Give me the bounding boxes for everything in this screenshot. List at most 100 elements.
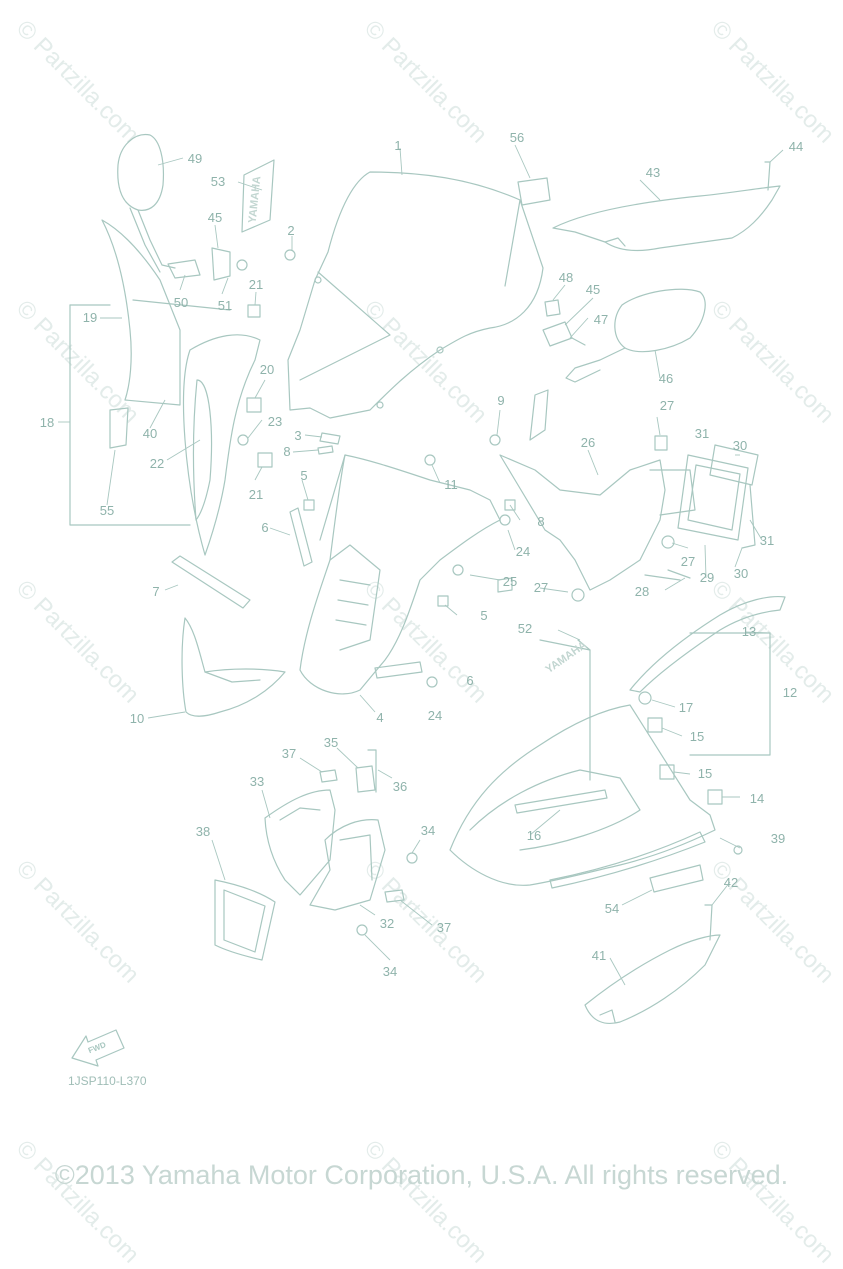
part-mirror-49 xyxy=(117,134,165,211)
part-clip-15b xyxy=(647,717,663,733)
part-nut-23 xyxy=(237,434,249,446)
callout-26: 26 xyxy=(581,435,595,450)
brand-decal-53: YAMAHA xyxy=(247,176,264,224)
part-duct-32 xyxy=(309,819,386,911)
callout-21b: 21 xyxy=(249,487,263,502)
callout-37: 37 xyxy=(282,746,296,761)
callout-13: 13 xyxy=(742,624,756,639)
callout-17: 17 xyxy=(679,700,693,715)
callout-35: 35 xyxy=(324,735,338,750)
part-bracket-26 xyxy=(499,454,666,591)
callout-46: 46 xyxy=(659,371,673,386)
part-lower-cowl-10 xyxy=(181,617,286,717)
callout-53: 53 xyxy=(211,174,225,189)
part-duct-33 xyxy=(264,789,336,896)
callout-6: 6 xyxy=(261,520,268,535)
part-clip-37 xyxy=(319,769,338,783)
callout-16: 16 xyxy=(527,828,541,843)
part-screw-39 xyxy=(733,845,743,855)
callout-36: 36 xyxy=(393,779,407,794)
part-windscreen xyxy=(287,171,544,419)
part-vent-38 xyxy=(214,879,276,961)
part-screw-34 xyxy=(406,852,418,864)
part-screw-25 xyxy=(452,564,464,576)
callout-11: 11 xyxy=(444,477,458,492)
callout-34: 34 xyxy=(421,823,435,838)
callout-37b: 37 xyxy=(437,920,451,935)
part-grommet-17 xyxy=(638,691,652,705)
part-clip-21b xyxy=(257,452,273,468)
part-screw-44 xyxy=(764,161,771,191)
callout-22: 22 xyxy=(150,456,164,471)
callout-31b: 31 xyxy=(760,533,774,548)
fwd-arrow-icon xyxy=(71,1029,125,1067)
callout-44: 44 xyxy=(789,139,803,154)
part-side-cowling-19 xyxy=(101,219,181,406)
part-screw-42 xyxy=(704,904,713,941)
callout-25: 25 xyxy=(503,574,517,589)
part-decal-54 xyxy=(649,864,704,893)
part-insert-55 xyxy=(109,407,129,449)
callout-32: 32 xyxy=(380,916,394,931)
callout-18: 18 xyxy=(40,415,54,430)
callout-19: 19 xyxy=(83,310,97,325)
part-side-cover-43 xyxy=(552,185,781,252)
callout-30b: 30 xyxy=(734,566,748,581)
callout-24: 24 xyxy=(516,544,530,559)
callout-6b: 6 xyxy=(466,673,473,688)
callout-4: 4 xyxy=(376,710,383,725)
callout-30: 30 xyxy=(733,438,747,453)
callout-27c: 27 xyxy=(534,580,548,595)
callout-54: 54 xyxy=(605,901,619,916)
callout-2: 2 xyxy=(287,223,294,238)
callout-56: 56 xyxy=(510,130,524,145)
part-grommet-27 xyxy=(654,435,668,451)
callout-52: 52 xyxy=(518,621,532,636)
callout-15: 15 xyxy=(690,729,704,744)
part-screw-24 xyxy=(499,514,511,526)
callout-29: 29 xyxy=(700,570,714,585)
part-strip-13 xyxy=(629,595,786,693)
callout-5: 5 xyxy=(300,468,307,483)
part-screw-34b xyxy=(356,924,368,936)
part-bracket-35 xyxy=(355,765,376,793)
exploded-parts-diagram: 1 2 3 4 5 5 6 6 7 8 8 9 10 11 12 13 14 1… xyxy=(40,130,803,1067)
callout-8: 8 xyxy=(283,444,290,459)
part-strip-7 xyxy=(171,555,251,609)
part-under-cover-41 xyxy=(584,934,721,1025)
callout-45: 45 xyxy=(208,210,222,225)
part-front-cowling-4 xyxy=(299,454,501,695)
callout-47: 47 xyxy=(594,312,608,327)
part-strip-16 xyxy=(514,789,608,814)
callout-9: 9 xyxy=(497,393,504,408)
callout-1: 1 xyxy=(394,138,401,153)
part-clip-14 xyxy=(707,789,723,805)
callout-8b: 8 xyxy=(537,514,544,529)
callout-41: 41 xyxy=(592,948,606,963)
part-duct-31 xyxy=(677,454,749,541)
part-mirror-mount-45 xyxy=(211,247,231,281)
callout-5b: 5 xyxy=(480,608,487,623)
part-duct-30 xyxy=(709,444,759,486)
part-clip-20 xyxy=(246,397,262,413)
part-clip-21 xyxy=(247,304,261,318)
callout-7: 7 xyxy=(152,584,159,599)
callout-40: 40 xyxy=(143,426,157,441)
drawing-code: 1JSP110-L370 xyxy=(68,1074,147,1088)
callout-34b: 34 xyxy=(383,964,397,979)
callout-27b: 27 xyxy=(681,554,695,569)
callout-21: 21 xyxy=(249,277,263,292)
fwd-label: FWD xyxy=(87,1040,107,1055)
callout-48: 48 xyxy=(559,270,573,285)
callout-55: 55 xyxy=(100,503,114,518)
callout-27: 27 xyxy=(660,398,674,413)
callout-43: 43 xyxy=(646,165,660,180)
callout-12: 12 xyxy=(783,685,797,700)
part-nut-48 xyxy=(544,299,561,317)
part-decal-53 xyxy=(241,159,275,233)
callout-15b: 15 xyxy=(698,766,712,781)
callout-23: 23 xyxy=(268,414,282,429)
brand-decal-52: YAMAHA xyxy=(543,639,589,676)
part-screw-24b xyxy=(426,676,438,688)
part-mirror-mount-45b xyxy=(542,321,573,347)
